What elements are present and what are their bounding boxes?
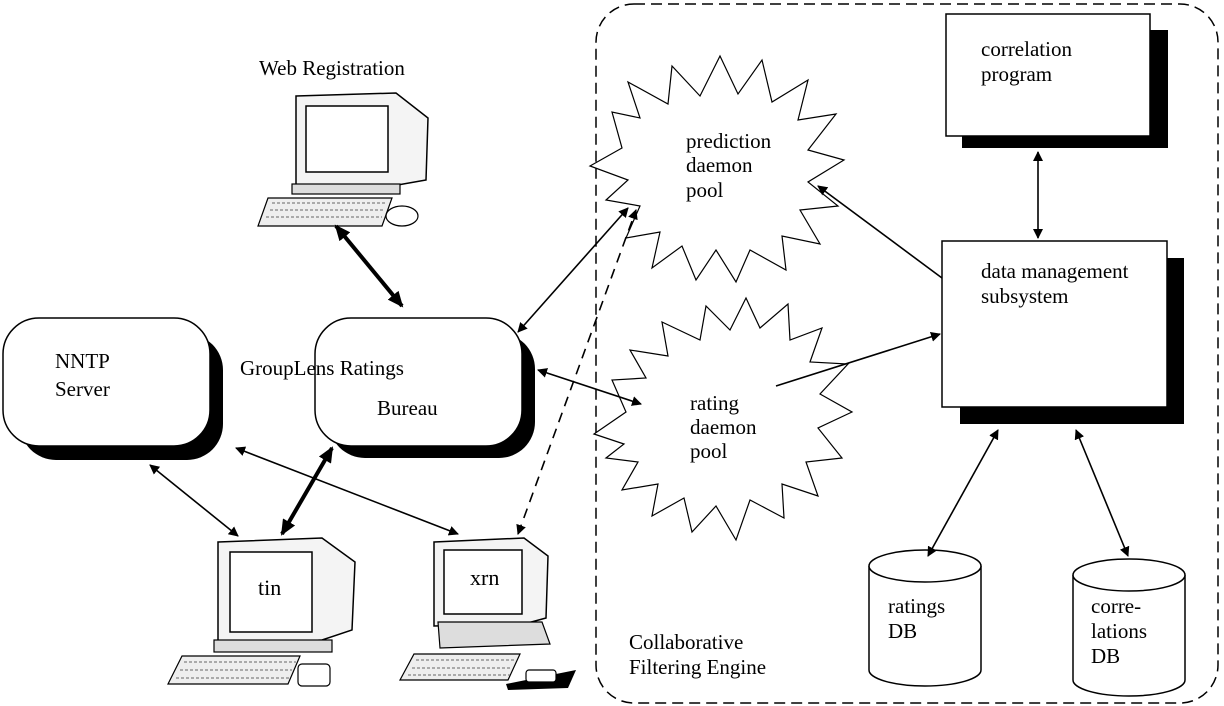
rating-daemon-pool: rating daemon pool [592,296,854,542]
ratings-bureau-node: GroupLens Ratings Bureau [240,317,535,458]
data-management-box: data management subsystem [941,240,1184,424]
arrow-nntp-tin [149,464,239,537]
bureau-label-2: Bureau [377,396,438,420]
prediction-label-2: daemon [686,153,753,177]
correlations-db-label-1: corre- [1091,594,1141,618]
correlation-label-2: program [981,62,1052,86]
rating-label-1: rating [690,391,739,415]
arrow-bureau-tin [280,446,334,536]
data-management-label-2: subsystem [981,284,1069,308]
arrow-nntp-xrn [235,446,459,536]
ratings-db-label-1: ratings [888,594,945,618]
engine-boundary [595,3,1219,704]
tin-label: tin [258,575,281,600]
connections [149,151,1130,557]
prediction-daemon-pool: prediction daemon pool [588,54,846,284]
correlation-program-box: correlation program [945,13,1168,148]
correlations-db: corre- lations DB [1072,558,1186,697]
arrow-rating-datamgmt [775,331,941,387]
correlations-db-label-3: DB [1091,644,1120,668]
engine-label-1: Collaborative [629,630,743,654]
tin-computer: tin [167,537,356,687]
ratings-db-label-2: DB [888,619,917,643]
web-registration-computer: Web Registration [257,56,429,227]
ratings-db: ratings DB [868,549,982,687]
xrn-computer: xrn [398,537,576,690]
web-registration-label: Web Registration [259,56,405,80]
prediction-label-3: pool [686,178,724,202]
arrow-web-bureau [334,224,404,308]
arrow-xrn-prediction [516,209,638,535]
engine-label-2: Filtering Engine [629,655,766,679]
nntp-server-node: NNTP Server [2,317,223,460]
arrow-datamgmt-ratingsdb [927,429,999,557]
correlation-label-1: correlation [981,37,1072,61]
correlations-db-label-2: lations [1091,619,1147,643]
bureau-label-1: GroupLens Ratings [240,356,404,380]
arrow-datamgmt-corrdb [1074,429,1130,557]
nntp-server-label-2: Server [55,377,110,401]
rating-label-2: daemon [690,415,757,439]
xrn-label: xrn [470,565,499,590]
arrow-bureau-prediction [517,207,629,333]
arrow-bureau-rating [537,368,642,406]
rating-label-3: pool [690,439,728,463]
nntp-server-label-1: NNTP [55,349,110,373]
arrow-datamgmt-prediction [817,185,943,279]
prediction-label-1: prediction [686,129,772,153]
data-management-label-1: data management [981,259,1129,283]
